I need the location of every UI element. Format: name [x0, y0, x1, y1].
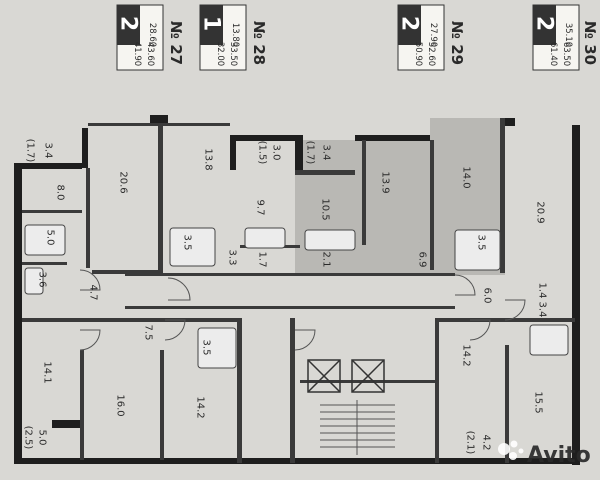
apartment-number: № 30 — [581, 21, 599, 65]
room-area: 3.5 — [201, 340, 212, 356]
room-area: 14.2 — [195, 396, 206, 418]
tag-rooms: 2 — [532, 16, 557, 31]
tag-area-full: 52.60 — [426, 42, 436, 66]
room-area: 20.9 — [535, 201, 546, 223]
room-area: 14.1 — [42, 361, 53, 383]
room-area: 16.0 — [115, 394, 126, 416]
room-area: 6.9 — [417, 252, 428, 268]
room-area: 3.5 — [182, 235, 193, 251]
tag-area-living: 27.90 — [428, 23, 438, 47]
apartment-number: № 29 — [448, 21, 466, 65]
tag-rooms: 2 — [116, 16, 141, 31]
tag-area-living: 28.60 — [147, 23, 157, 47]
room-area: 20.6 — [118, 171, 129, 193]
unit-29-shade-top — [430, 118, 505, 140]
tag-area-total: 32.00 — [215, 42, 225, 66]
room-area: 2.1 — [321, 252, 332, 268]
outer-walls — [14, 115, 580, 465]
avito-watermark: Avito — [498, 440, 591, 468]
apartment-number: № 27 — [167, 21, 185, 65]
room-area: 5.0 — [45, 230, 56, 246]
room-area: 3.5 — [476, 235, 487, 251]
tag-area-total: 41.90 — [132, 42, 142, 66]
room-area: 13.9 — [380, 171, 391, 193]
apartment-tag-28: 1 13.80 32.00 33.50 № 28 — [199, 4, 268, 71]
room-area: 8.0 — [55, 185, 66, 201]
tag-area-living: 13.80 — [230, 23, 240, 47]
room-area: (2.5) — [23, 426, 34, 450]
tag-area-living: 35.10 — [563, 23, 573, 47]
staircase — [320, 400, 395, 455]
room-area: 3.3 — [227, 250, 238, 266]
elevator — [307, 359, 385, 393]
room-area: 13.8 — [203, 148, 214, 170]
room-area: 1.7 — [257, 252, 268, 268]
room-area: 3.6 — [37, 272, 48, 288]
room-area: 3.4 — [43, 143, 54, 159]
room-area: 6.0 — [482, 288, 493, 304]
room-area: 1.4 — [537, 283, 548, 299]
room-area: (1.5) — [257, 141, 268, 165]
door-swings — [79, 269, 526, 351]
room-area: 3.0 — [271, 145, 282, 161]
watermark-text: Avito — [527, 443, 591, 468]
room-area: 4.2 — [481, 435, 492, 451]
room-area: 10.5 — [320, 198, 331, 220]
room-labels: 3.4 (1.7) 8.0 5.0 3.6 20.6 13.8 3.5 3.0 … — [23, 139, 548, 455]
apartment-number: № 28 — [250, 21, 268, 65]
room-area: 7.5 — [143, 325, 154, 341]
tag-area-total: 61.40 — [548, 42, 558, 66]
apartment-tag-29: 2 27.90 50.90 52.60 № 29 — [397, 4, 466, 71]
tag-area-full: 63.50 — [561, 42, 571, 66]
apartment-tag-27: 2 28.60 41.90 43.60 № 27 — [116, 4, 185, 71]
tag-area-total: 50.90 — [413, 42, 423, 66]
tag-area-full: 43.60 — [145, 42, 155, 66]
tag-rooms: 2 — [397, 16, 422, 31]
room-area: 9.7 — [255, 200, 266, 216]
tag-rooms: 1 — [199, 16, 224, 31]
room-area: 15.5 — [533, 391, 544, 413]
room-area: 14.0 — [461, 166, 472, 188]
room-area: (1.7) — [305, 141, 316, 165]
room-area: (1.7) — [25, 139, 36, 163]
apartment-tag-30: 2 35.10 61.40 63.50 № 30 — [532, 4, 599, 71]
room-area: 3.4 — [537, 302, 548, 318]
room-area: 3.4 — [321, 145, 332, 161]
room-area: 4.7 — [88, 285, 99, 301]
room-area: 5.0 — [37, 430, 48, 446]
bath-fixtures — [24, 224, 569, 369]
room-area: (2.1) — [465, 431, 476, 455]
room-area: 14.2 — [461, 344, 472, 366]
tag-area-full: 33.50 — [228, 42, 238, 66]
